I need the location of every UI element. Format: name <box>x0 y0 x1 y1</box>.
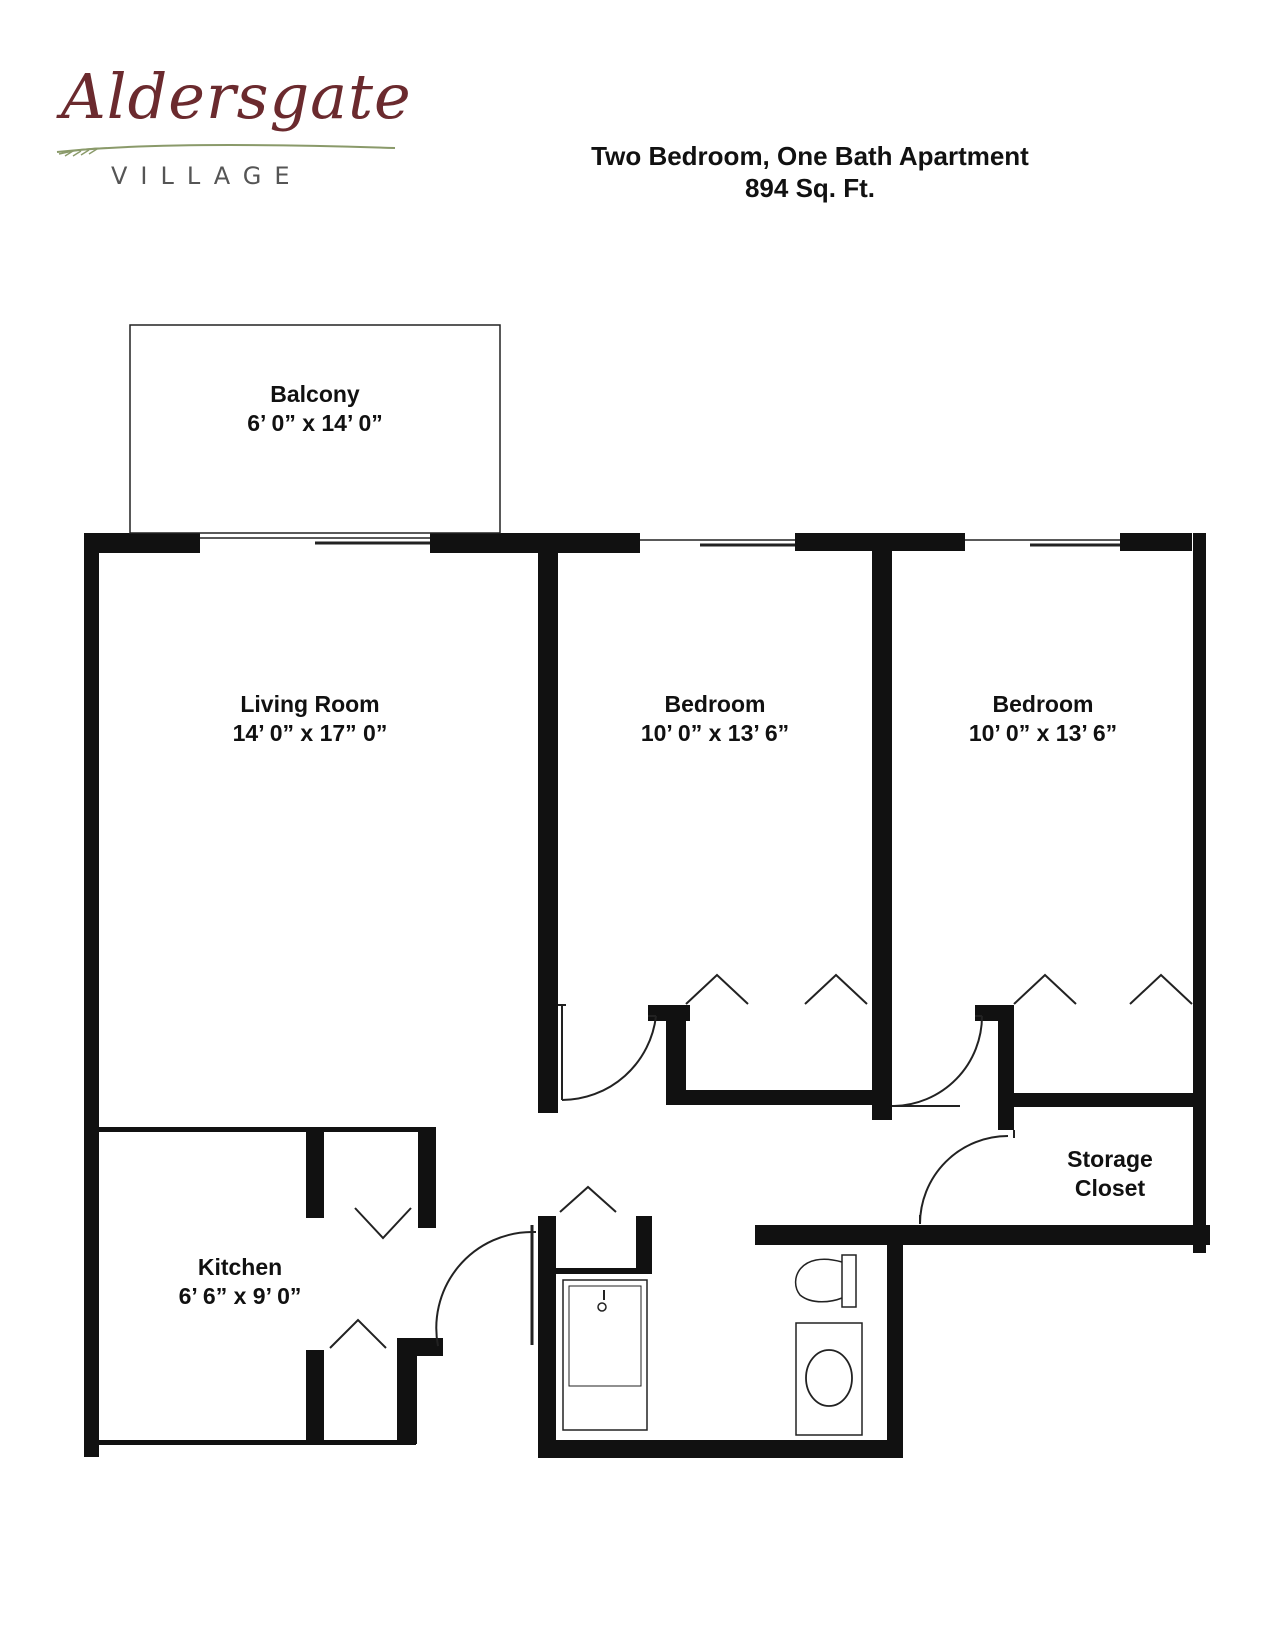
toilet-bowl <box>794 1258 843 1303</box>
wall-bedroom-bedroom <box>872 545 892 1120</box>
bath-wall-right <box>887 1245 903 1458</box>
bed1-closet-bottom <box>666 1090 872 1105</box>
wall-left <box>84 533 99 1457</box>
logo-swoosh-icon <box>56 144 396 157</box>
bedroom-1-label: Bedroom 10’ 0” x 13’ 6” <box>605 690 825 748</box>
wall-top-between-bedrooms <box>795 533 965 551</box>
bed1-closet-side <box>666 1005 686 1105</box>
aldersgate-village-logo: Aldersgate VILLAGE <box>55 60 411 195</box>
bath-closet-shelf <box>556 1268 652 1274</box>
living-room-label: Living Room 14’ 0” x 17” 0” <box>195 690 425 748</box>
kitchen-door-jamb <box>397 1338 443 1356</box>
sink-basin <box>805 1349 853 1407</box>
wall-kitchen-top <box>84 1127 436 1132</box>
bedroom-2-name: Bedroom <box>992 691 1094 717</box>
kitchen-cabinet-right <box>397 1340 417 1444</box>
bedroom-2-dimensions: 10’ 0” x 13’ 6” <box>968 720 1118 746</box>
plan-linework <box>129 324 1193 1436</box>
wall-top-right <box>1120 533 1192 551</box>
kitchen-label: Kitchen 6’ 6” x 9’ 0” <box>145 1253 335 1311</box>
living-room-name: Living Room <box>240 691 380 717</box>
wall-right <box>1193 533 1206 1253</box>
logo-subtitle-text: VILLAGE <box>111 162 303 190</box>
wall-corridor-bottom <box>755 1225 1210 1245</box>
bedroom-2-label: Bedroom 10’ 0” x 13’ 6” <box>933 690 1153 748</box>
storage-closet-line1: Storage <box>1067 1146 1153 1172</box>
toilet-tank <box>841 1254 857 1308</box>
wall-kitchen-bottom <box>96 1440 416 1445</box>
balcony-name: Balcony <box>270 381 360 407</box>
kitchen-cabinet-left <box>306 1350 324 1442</box>
plan-square-footage: 894 Sq. Ft. <box>744 173 876 203</box>
sink-counter <box>795 1322 863 1436</box>
wall-top-mid <box>430 533 640 553</box>
bedroom-1-name: Bedroom <box>664 691 766 717</box>
plan-walls <box>84 533 1210 1458</box>
logo-script-text: Aldersgate <box>61 60 412 133</box>
kitchen-name: Kitchen <box>197 1254 283 1280</box>
plan-header: Two Bedroom, One Bath Apartment 894 Sq. … <box>510 140 1110 204</box>
wall-top-left <box>84 533 200 553</box>
balcony-dimensions: 6’ 0” x 14’ 0” <box>247 410 383 436</box>
kitchen-dimensions: 6’ 6” x 9’ 0” <box>178 1283 302 1309</box>
storage-closet-line2: Closet <box>1074 1175 1146 1201</box>
bed2-closet-side <box>998 1005 1014 1130</box>
storage-closet-label: Storage Closet <box>1045 1145 1175 1203</box>
kitchen-pantry-left <box>306 1132 324 1218</box>
wall-living-bedroom <box>538 553 558 1113</box>
bed2-closet-bottom <box>998 1093 1194 1107</box>
shower-outline <box>562 1279 648 1431</box>
plan-title: Two Bedroom, One Bath Apartment <box>591 141 1029 171</box>
living-room-dimensions: 14’ 0” x 17” 0” <box>232 720 388 746</box>
bedroom-1-dimensions: 10’ 0” x 13’ 6” <box>640 720 790 746</box>
bath-wall-bottom <box>538 1440 903 1458</box>
balcony-outline <box>129 324 501 534</box>
kitchen-pantry-right <box>418 1132 436 1228</box>
bath-closet-wall <box>636 1216 652 1274</box>
bath-wall-left <box>538 1216 556 1456</box>
balcony-label: Balcony 6’ 0” x 14’ 0” <box>215 380 415 438</box>
